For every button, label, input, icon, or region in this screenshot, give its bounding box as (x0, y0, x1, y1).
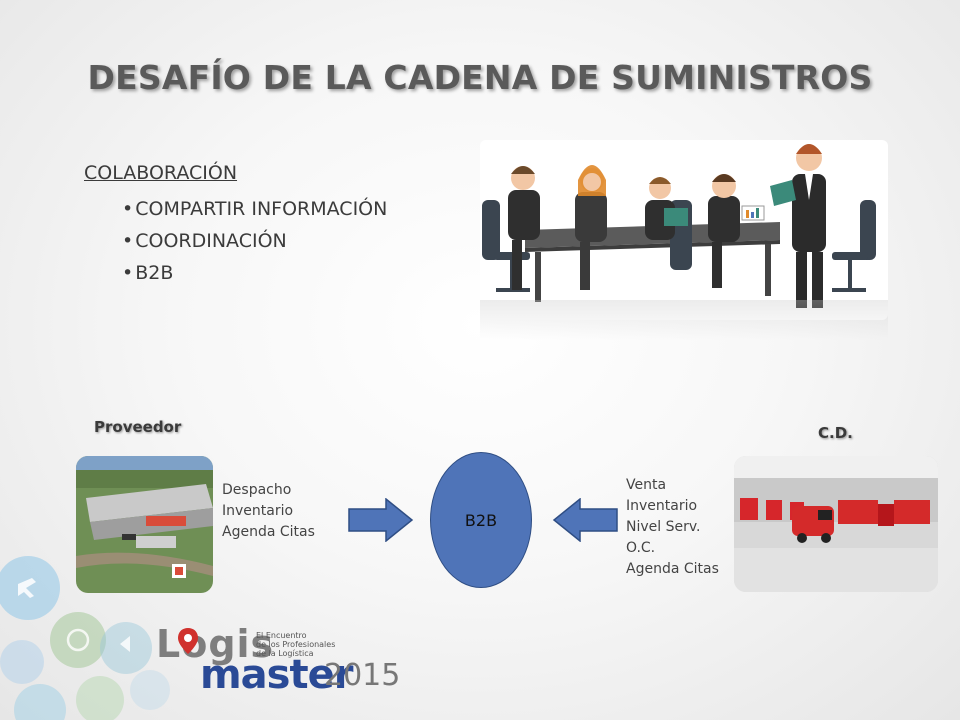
dc-item: Nivel Serv. (626, 519, 701, 535)
left-arrow (552, 498, 618, 542)
bullet-item: COMPARTIR INFORMACIÓN (131, 195, 387, 227)
distribution-center-label: C.D. (818, 424, 853, 442)
supplier-item: Agenda Citas (222, 524, 315, 540)
b2b-label: B2B (464, 510, 498, 530)
bullet-item: COORDINACIÓN (131, 227, 387, 259)
supplier-item: Despacho (222, 482, 292, 498)
distribution-center-items: Venta Inventario Nivel Serv. O.C. Agenda… (626, 475, 719, 580)
logo-tagline: El Encuentro de los Profesionales de la … (256, 631, 336, 658)
dc-item: O.C. (626, 540, 656, 556)
dc-item: Venta (626, 477, 667, 493)
distribution-center-photo (734, 456, 938, 592)
supplier-items: Despacho Inventario Agenda Citas (222, 480, 315, 543)
supplier-warehouse-photo (76, 456, 213, 593)
right-arrow (348, 498, 414, 542)
location-pin-icon (178, 628, 198, 654)
logo-year: 2015 (324, 658, 401, 693)
illustration-reflection (480, 300, 888, 340)
dc-item: Inventario (626, 498, 698, 514)
bullet-list: COMPARTIR INFORMACIÓN COORDINACIÓN B2B (131, 195, 387, 291)
decorative-icon-cluster (0, 556, 170, 720)
b2b-hub: B2B (430, 452, 532, 588)
supplier-item: Inventario (222, 503, 294, 519)
dc-item: Agenda Citas (626, 561, 719, 577)
meeting-illustration (480, 140, 888, 320)
logo-master: master (200, 652, 353, 698)
supplier-label: Proveedor (94, 418, 182, 436)
logo-logis: Logis (156, 622, 275, 666)
page-title: DESAFÍO DE LA CADENA DE SUMINISTROS (87, 58, 873, 97)
bullet-item: B2B (131, 259, 387, 291)
section-heading: COLABORACIÓN (84, 162, 238, 184)
